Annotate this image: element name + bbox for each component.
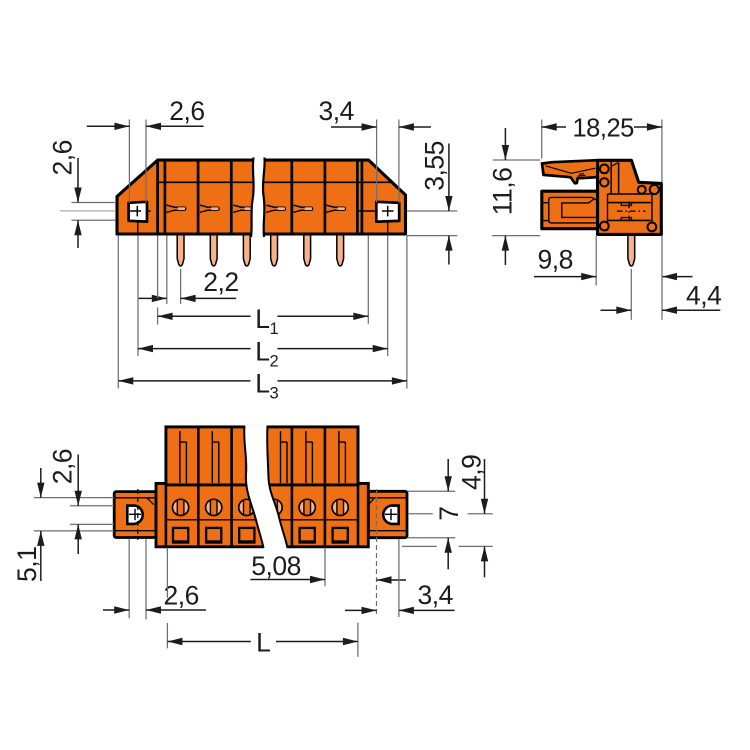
- svg-text:3,4: 3,4: [319, 96, 354, 126]
- svg-text:7: 7: [434, 506, 464, 520]
- svg-text:4,9: 4,9: [457, 455, 487, 490]
- svg-text:2,6: 2,6: [164, 581, 199, 611]
- svg-text:3,55: 3,55: [420, 141, 450, 191]
- svg-text:2,6: 2,6: [48, 140, 78, 175]
- svg-text:4,4: 4,4: [686, 281, 721, 311]
- svg-text:2,2: 2,2: [203, 267, 238, 297]
- svg-text:9,8: 9,8: [538, 245, 573, 275]
- svg-text:5,08: 5,08: [251, 551, 301, 581]
- svg-text:11,6: 11,6: [488, 168, 518, 216]
- svg-text:2,6: 2,6: [47, 449, 77, 484]
- svg-text:5,1: 5,1: [12, 547, 42, 582]
- svg-text:18,25: 18,25: [573, 115, 635, 143]
- svg-text:L: L: [256, 627, 270, 657]
- svg-text:3,4: 3,4: [418, 580, 453, 610]
- svg-text:2,6: 2,6: [169, 96, 204, 126]
